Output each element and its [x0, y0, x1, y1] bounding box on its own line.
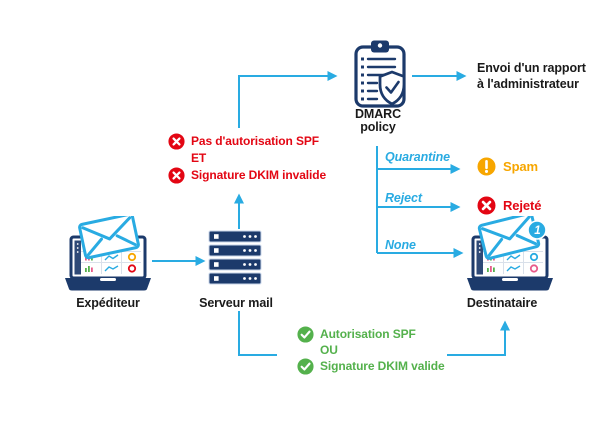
notification-badge: 1: [527, 220, 547, 240]
dmarc-policy-icon: [354, 40, 406, 108]
dmarc-label-line1: DMARC: [354, 107, 402, 121]
pass-spf-text: Autorisation SPF: [320, 327, 416, 341]
fail-dkim-text: Signature DKIM invalide: [191, 168, 327, 182]
branch-none-label: None: [385, 238, 416, 252]
success-icon: [297, 357, 314, 375]
recipient-label: Destinataire: [466, 296, 538, 310]
envelope-icon: [78, 216, 140, 260]
rejected-text: Rejeté: [503, 197, 542, 213]
shield-check-icon: [378, 70, 406, 106]
error-icon: [168, 166, 185, 184]
pass-or-text: OU: [320, 343, 338, 357]
pass-spf-row: Autorisation SPF: [297, 325, 416, 343]
success-icon: [297, 325, 314, 343]
laptop-base: [65, 278, 151, 291]
laptop-base: [467, 278, 553, 291]
warning-icon: [477, 157, 496, 175]
rejected-result-row: Rejeté: [477, 196, 542, 214]
pass-dkim-text: Signature DKIM valide: [320, 359, 445, 373]
clipboard-checklist: [366, 57, 397, 101]
arrow-pass-to-recipient: [447, 320, 510, 356]
error-icon: [168, 132, 185, 150]
pass-dkim-row: Signature DKIM valide: [297, 357, 445, 375]
recipient-laptop-icon: 1: [467, 216, 553, 291]
clipboard-clip: [371, 40, 389, 53]
dmarc-label-line2: policy: [360, 120, 396, 134]
fail-spf-row: Pas d'autorisation SPF: [168, 132, 319, 150]
sender-label: Expéditeur: [76, 296, 140, 310]
report-line1: Envoi d'un rapport: [477, 61, 586, 75]
branch-quarantine-label: Quarantine: [385, 150, 450, 164]
dmarc-label: DMARC policy: [328, 108, 428, 134]
server-label: Serveur mail: [199, 296, 273, 310]
spam-result-row: Spam: [477, 157, 538, 175]
laptop-notch: [502, 278, 518, 281]
line-server-down-pass: [238, 311, 277, 356]
report-line2: à l'administrateur: [477, 76, 579, 91]
fail-and-text: ET: [191, 151, 207, 165]
branch-reject-label: Reject: [385, 191, 422, 205]
fail-and-row: ET: [168, 149, 206, 167]
report-text: Envoi d'un rapport à l'administrateur: [477, 61, 586, 92]
spam-text: Spam: [503, 158, 539, 174]
mail-server-icon: [208, 230, 262, 285]
pass-or-row: OU: [297, 341, 338, 359]
checklist-dots: [361, 57, 364, 101]
fail-dkim-row: Signature DKIM invalide: [168, 166, 326, 184]
fail-spf-text: Pas d'autorisation SPF: [191, 134, 320, 148]
laptop-notch: [100, 278, 116, 281]
server-units: [208, 230, 262, 285]
error-icon: [477, 196, 496, 214]
badge-count: 1: [534, 225, 540, 237]
arrow-fail-to-dmarc: [238, 71, 338, 128]
sender-laptop-icon: [65, 216, 151, 291]
